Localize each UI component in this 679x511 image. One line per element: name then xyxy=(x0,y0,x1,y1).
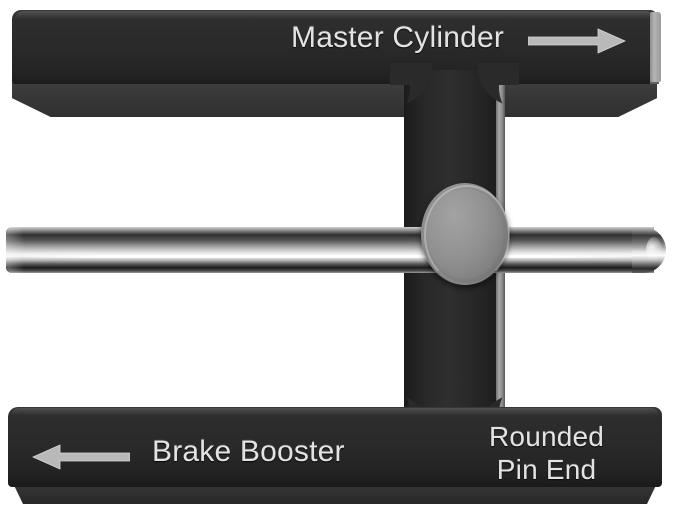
knob-rim-highlight xyxy=(424,185,510,285)
steel-measuring-rod xyxy=(6,227,666,273)
rounded-pin-end-label-line1: Rounded xyxy=(489,421,605,452)
rounded-pin-end-label: Rounded Pin End xyxy=(489,420,604,486)
bottom-crossbar xyxy=(8,407,662,504)
rod-tip-gloss xyxy=(646,237,662,263)
fillet-top-right xyxy=(499,85,541,129)
bottom-crossbar-face xyxy=(8,407,662,487)
rod-body xyxy=(6,227,654,273)
arrow-left-icon xyxy=(32,444,130,470)
knurled-adjustment-knob[interactable] xyxy=(421,183,510,285)
rounded-pin-end-label-line2: Pin End xyxy=(496,454,597,485)
master-cylinder-label: Master Cylinder xyxy=(291,21,505,54)
top-crossbar xyxy=(12,10,661,117)
rounded-pin-end xyxy=(632,227,666,273)
top-crossbar-right-edge xyxy=(650,11,661,83)
arrow-right-icon xyxy=(528,28,626,54)
top-crossbar-face xyxy=(12,10,657,84)
rod-specular-highlight xyxy=(20,255,640,258)
rod-left-cap xyxy=(6,227,24,273)
brake-booster-label: Brake Booster xyxy=(152,435,345,468)
